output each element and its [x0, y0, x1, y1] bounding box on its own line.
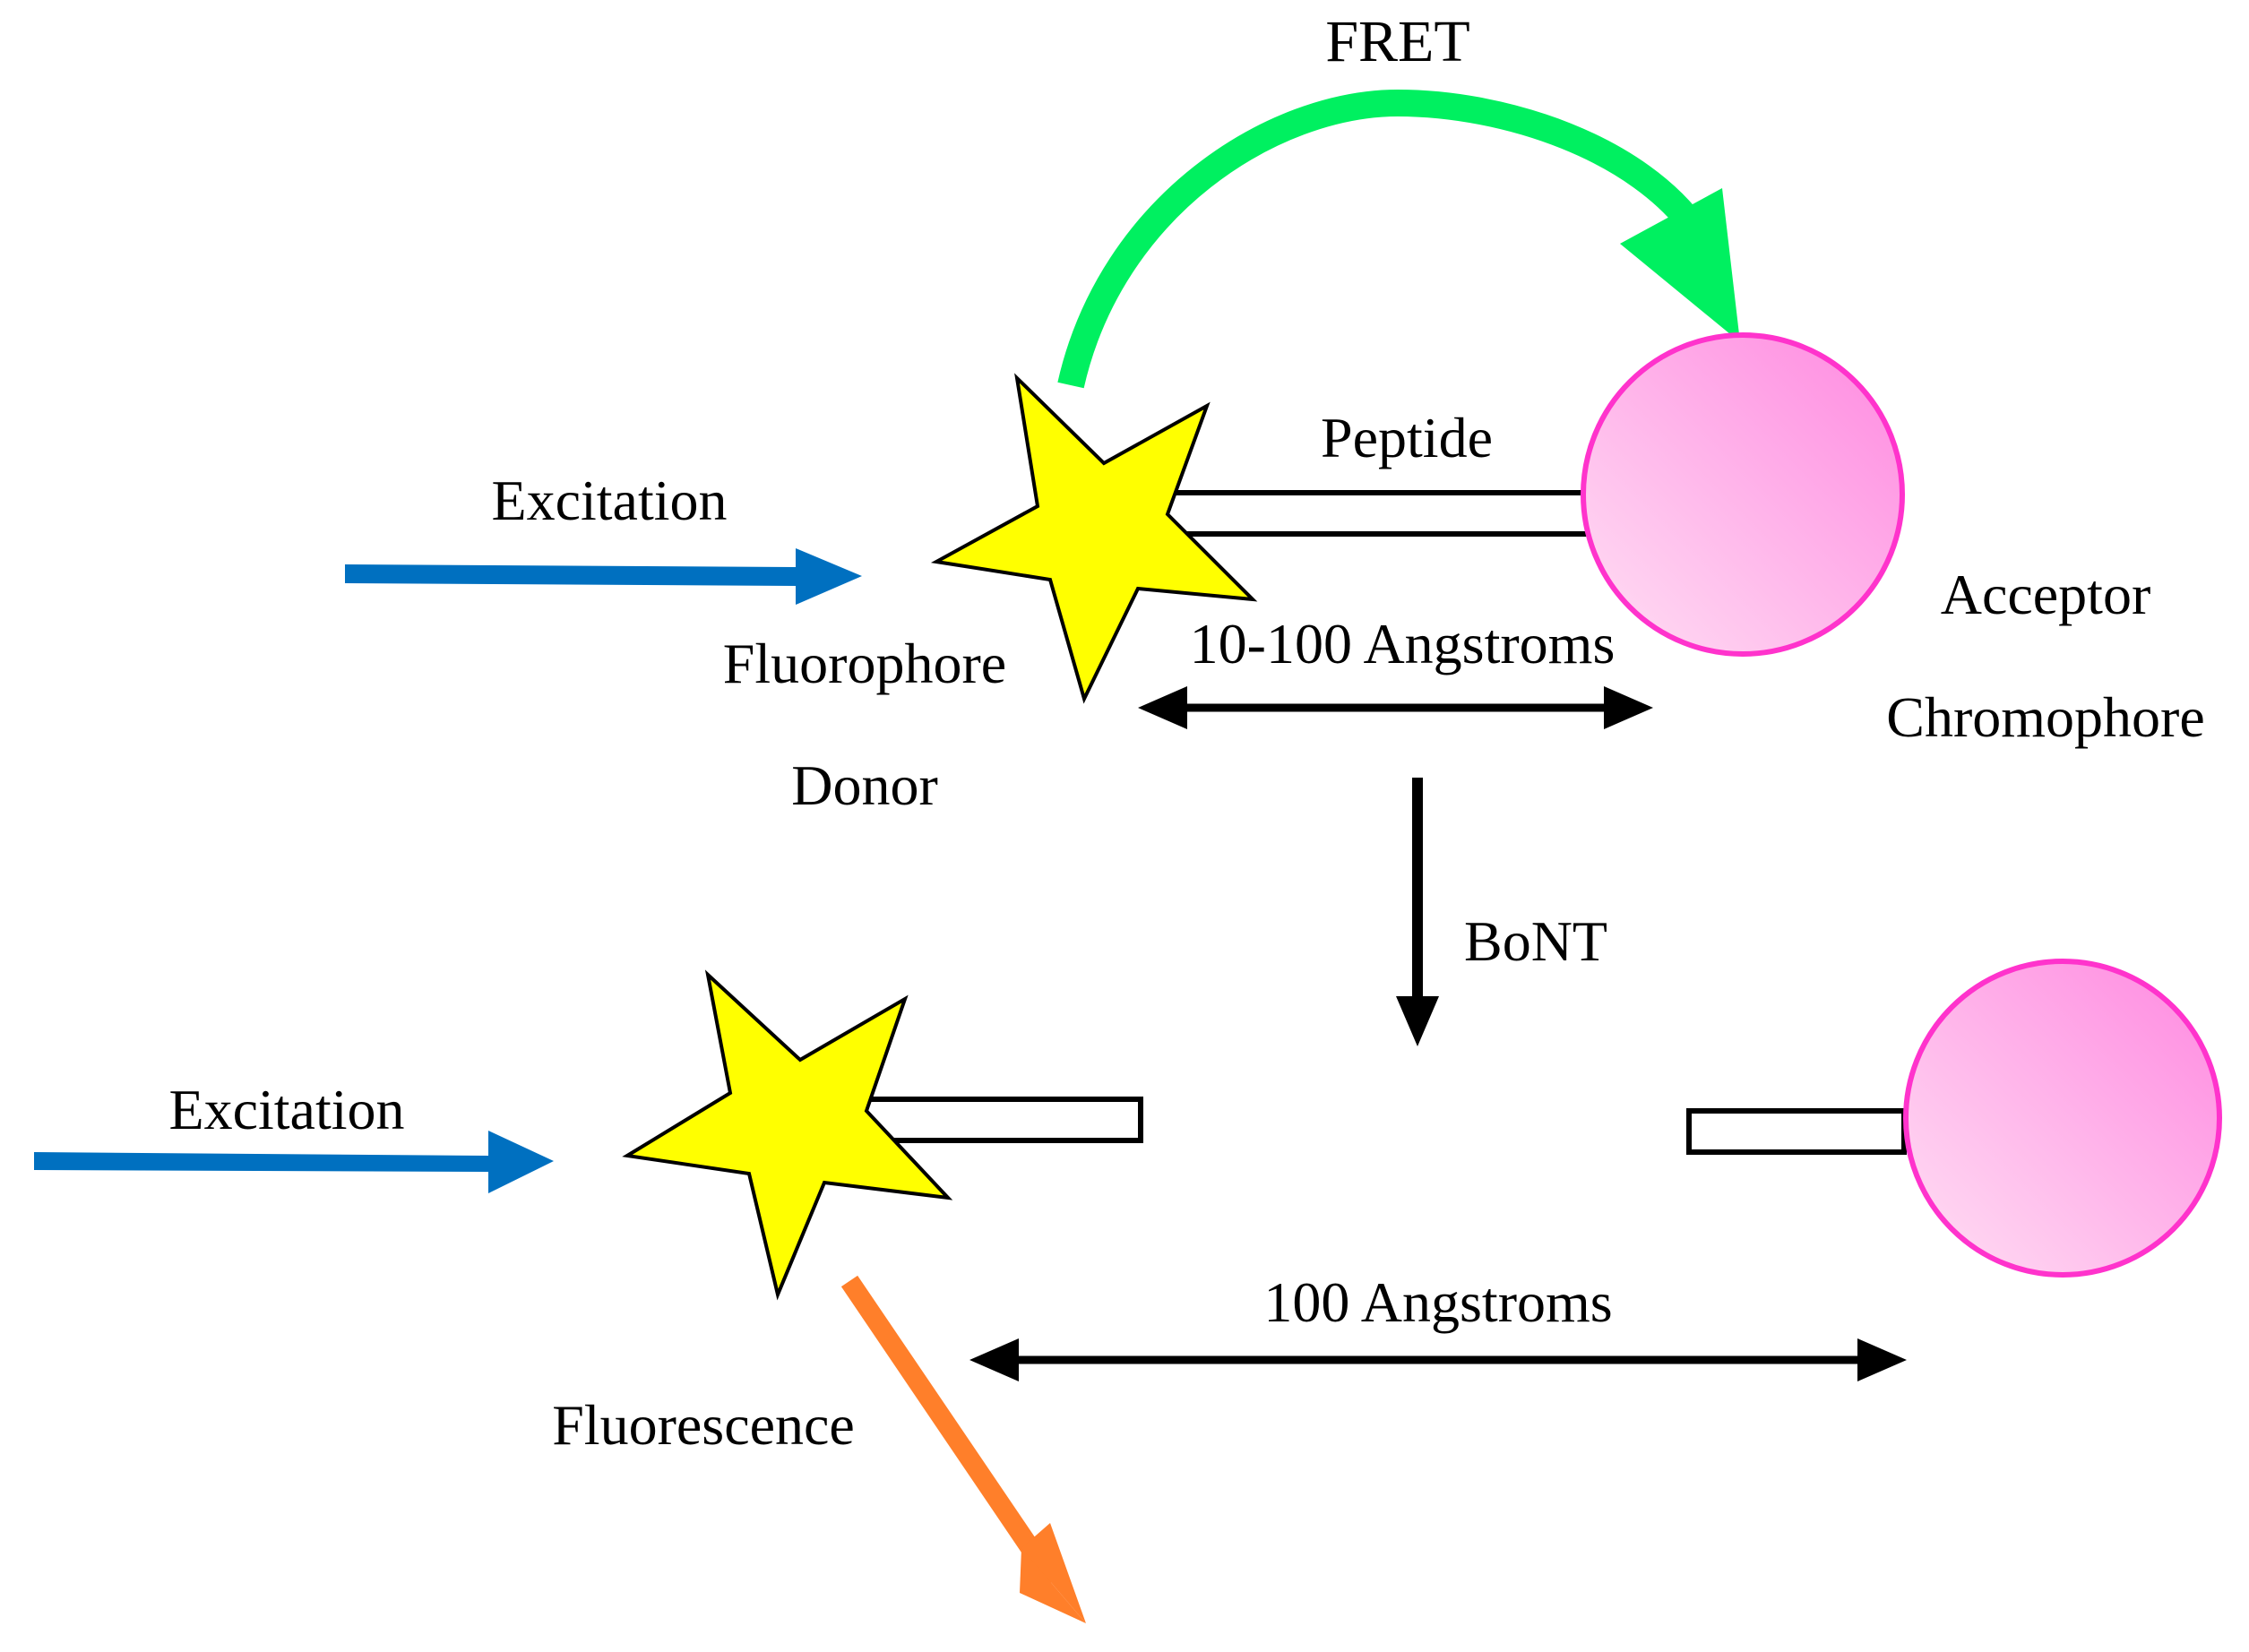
- peptide-bar-intact: [1117, 490, 1598, 537]
- excitation-arrow-top: [345, 548, 862, 605]
- distance-label-cleaved: 100 Angstroms: [1263, 1270, 1612, 1334]
- excitation-label-top: Excitation: [491, 469, 727, 532]
- fluorescence-arrow: [840, 1275, 1086, 1623]
- fluorophore-label: Fluorophore: [723, 632, 1006, 695]
- fluorescence-label: Fluorescence: [552, 1393, 855, 1457]
- distance-arrow-intact: [1138, 686, 1653, 729]
- fret-arrow: [1057, 89, 1740, 389]
- acceptor-circle-icon: [1581, 332, 1905, 657]
- fret-label: FRET: [1325, 9, 1469, 74]
- acceptor-circle-icon-cleaved: [1903, 959, 2222, 1278]
- peptide-fragment-donor: [844, 1097, 1143, 1143]
- acceptor-label: Acceptor: [1941, 563, 2151, 626]
- peptide-fragment-acceptor: [1686, 1108, 1907, 1155]
- distance-label-intact: 10-100 Angstroms: [1190, 612, 1616, 675]
- excitation-label-bottom: Excitation: [168, 1078, 404, 1141]
- excitation-arrow-bottom: [34, 1131, 554, 1193]
- donor-star-icon-cleaved: [622, 969, 953, 1301]
- donor-star-icon: [930, 373, 1258, 704]
- chromophore-label: Chromophore: [1886, 685, 2205, 749]
- peptide-label: Peptide: [1321, 406, 1493, 469]
- bont-arrow: [1396, 778, 1439, 1046]
- distance-arrow-cleaved: [969, 1338, 1907, 1381]
- donor-label: Donor: [791, 753, 938, 817]
- bont-label: BoNT: [1464, 909, 1607, 973]
